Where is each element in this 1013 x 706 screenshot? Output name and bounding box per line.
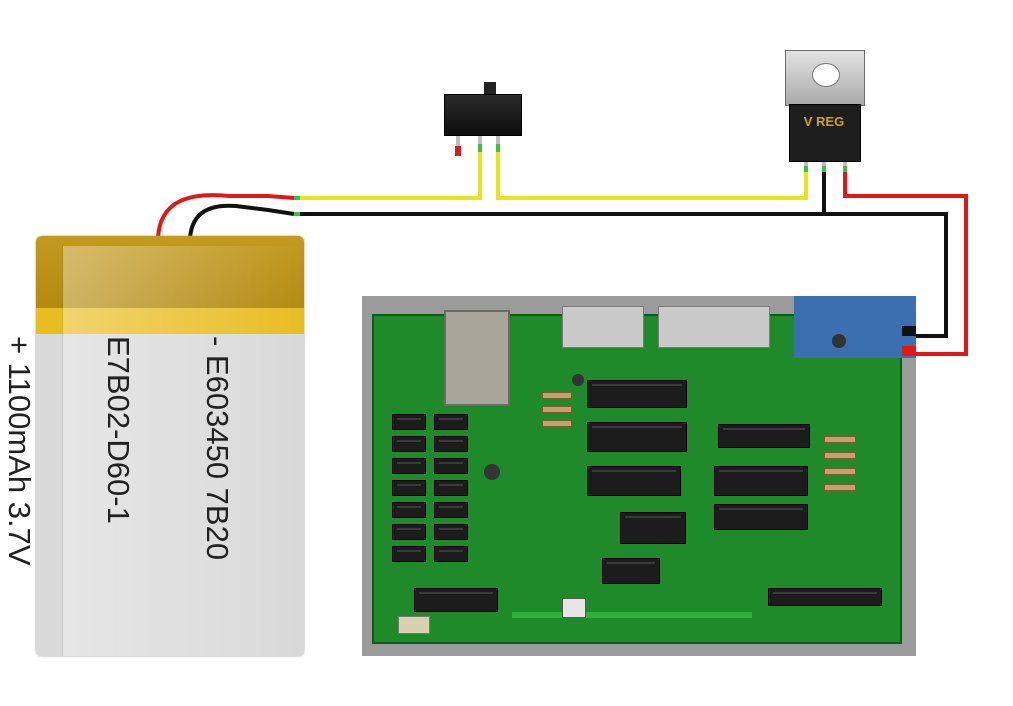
ic-chip: [414, 588, 498, 612]
battery-front: [62, 246, 305, 656]
capacitor: [572, 374, 584, 386]
ic-chip: [620, 512, 686, 544]
yellow-wire-to-switch: [294, 150, 482, 200]
ic-chip: [587, 380, 687, 408]
battery-label-line-3: + 1100mAh 3.7V: [2, 336, 37, 566]
battery-red-lead: [156, 193, 295, 239]
slide-switch: [444, 82, 522, 136]
resistor: [824, 436, 856, 443]
crystal: [398, 616, 430, 634]
battery-black-lead: [188, 203, 295, 239]
ram-chip: [434, 414, 468, 430]
battery-label: - E603450 7B20 E7B02-D60-1 + 1100mAh 3.7…: [0, 336, 300, 706]
switch-leg-tip: [455, 146, 461, 156]
pcb-ground-terminal: [902, 326, 916, 336]
regulator-leg: [822, 160, 826, 166]
switch-knob: [484, 82, 496, 96]
resistor: [824, 452, 856, 459]
regulator-leg: [843, 160, 847, 166]
ram-chip: [392, 480, 426, 496]
switch-leg: [478, 134, 482, 144]
ram-chip: [434, 480, 468, 496]
ram-chip: [392, 436, 426, 452]
ram-chip: [392, 524, 426, 540]
ground-wire: [294, 212, 948, 338]
capacitor: [832, 334, 846, 348]
resistor: [542, 406, 572, 413]
battery-cap: [36, 236, 304, 308]
resistor: [542, 392, 572, 399]
ic-chip: [602, 558, 660, 584]
ram-chip: [434, 502, 468, 518]
ram-chip: [392, 502, 426, 518]
regulator-label: V REG: [803, 114, 845, 129]
white-component: [562, 598, 586, 618]
pcb-power-terminal: [902, 346, 916, 356]
battery-label-line-2: E7B02-D60-1: [101, 336, 136, 524]
ram-chip: [434, 546, 468, 562]
voltage-regulator: V REG: [785, 50, 865, 162]
resistor: [824, 484, 856, 491]
ic-chip: [718, 424, 810, 448]
ram-chip: [434, 458, 468, 474]
pcb-board-photo: [362, 296, 916, 656]
battery-band: [36, 308, 304, 334]
regulator-body: [789, 104, 861, 162]
resistor: [824, 468, 856, 475]
ram-chip: [434, 436, 468, 452]
capacitor: [484, 464, 500, 480]
ic-chip: [714, 466, 808, 496]
ic-chip: [714, 504, 808, 530]
top-connector: [562, 306, 644, 348]
yellow-wire-to-regulator: [496, 150, 808, 200]
ram-chip: [392, 546, 426, 562]
addon-board: [794, 296, 916, 358]
regulator-heat-tab: [785, 50, 865, 106]
switch-body: [444, 94, 522, 136]
ram-chip: [392, 414, 426, 430]
switch-leg: [456, 134, 460, 148]
resistor: [542, 420, 572, 427]
edge-trace: [512, 612, 752, 618]
switch-leg: [496, 134, 500, 144]
ic-chip: [768, 588, 882, 606]
top-connector: [658, 306, 770, 348]
regulator-leg: [804, 160, 808, 166]
ic-chip: [587, 466, 681, 496]
battery-label-line-1: - E603450 7B20: [200, 336, 235, 561]
rf-modulator-can: [444, 310, 510, 406]
ram-chip: [392, 458, 426, 474]
ram-chip: [434, 524, 468, 540]
output-red-wire: [843, 170, 968, 356]
lipo-battery: - E603450 7B20 E7B02-D60-1 + 1100mAh 3.7…: [2, 236, 305, 656]
mounting-hole: [812, 63, 840, 87]
ic-chip: [587, 422, 687, 452]
